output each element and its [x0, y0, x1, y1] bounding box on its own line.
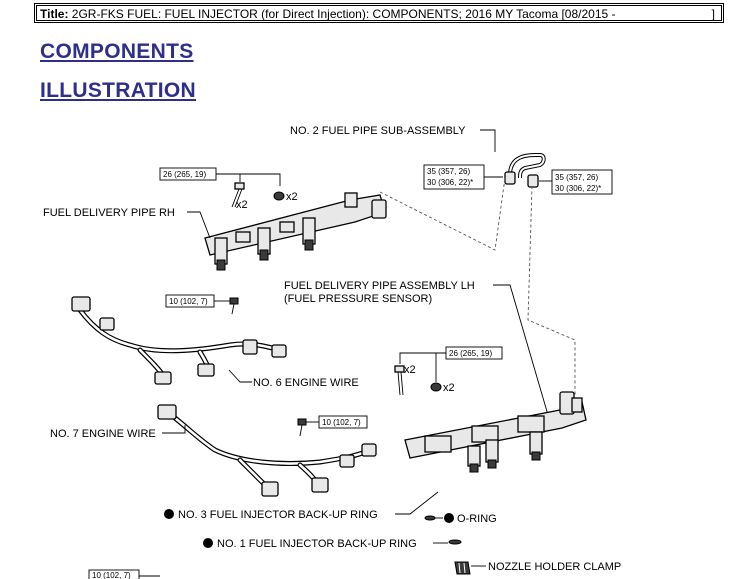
- label-no7-engine-wire: NO. 7 ENGINE WIRE: [50, 428, 156, 440]
- torque-box-lh: 26 (265, 19): [445, 346, 503, 360]
- label-nozzle-clamp: NOZZLE HOLDER CLAMP: [488, 561, 621, 573]
- torque-pipe-left-2: 30 (306, 22)*: [427, 178, 473, 187]
- rh-washer: [273, 191, 285, 201]
- fuel-delivery-pipe-rh: [204, 192, 387, 271]
- lh-bolt: [394, 365, 405, 396]
- title-label: Title:: [40, 7, 69, 21]
- torque-pipe-right-1: 35 (357, 26): [555, 173, 598, 182]
- torque-rh-bolt: 26 (265, 19): [163, 170, 206, 179]
- rh-bolt-qty: x2: [236, 199, 248, 211]
- rh-bolt: [231, 182, 245, 208]
- illustration-heading[interactable]: ILLUSTRATION: [40, 79, 197, 102]
- components-heading[interactable]: COMPONENTS: [40, 40, 194, 63]
- label-no2-fuel-pipe: NO. 2 FUEL PIPE SUB-ASSEMBLY: [290, 125, 466, 137]
- lh-bolt-qty: x2: [404, 364, 416, 376]
- label-no3-backup-ring: NO. 3 FUEL INJECTOR BACK-UP RING: [178, 509, 378, 521]
- torque-wire7-bolt: 10 (102, 7): [322, 418, 361, 427]
- torque-pipe-left-1: 35 (357, 26): [427, 167, 470, 176]
- rh-washer-qty: x2: [286, 191, 298, 203]
- label-fuel-delivery-rh: FUEL DELIVERY PIPE RH: [43, 207, 175, 219]
- torque-bottom-bolt: 10 (102, 7): [92, 571, 131, 579]
- lh-washer-qty: x2: [443, 382, 455, 394]
- wire6-bolt: [229, 297, 239, 315]
- wire7-bolt: [297, 418, 307, 437]
- torque-box-wire7: 10 (102, 7): [318, 415, 368, 429]
- title-text: 2GR-FKS FUEL: FUEL INJECTOR (for Direct …: [71, 7, 616, 21]
- no7-engine-wire: [157, 404, 377, 497]
- label-fuel-delivery-lh-1: FUEL DELIVERY PIPE ASSEMBLY LH: [284, 280, 475, 292]
- torque-box-pipe-left: 35 (357, 26) 30 (306, 22)*: [423, 164, 485, 190]
- torque-lh-bolt: 26 (265, 19): [449, 349, 492, 358]
- label-fuel-delivery-lh-2: (FUEL PRESSURE SENSOR): [284, 293, 432, 305]
- torque-box-pipe-right: 35 (357, 26) 30 (306, 22)*: [551, 169, 613, 195]
- torque-box-bottom: 10 (102, 7): [88, 569, 140, 579]
- torque-pipe-right-2: 30 (306, 22)*: [555, 184, 601, 193]
- torque-box-wire6: 10 (102, 7): [165, 294, 215, 308]
- label-no6-engine-wire: NO. 6 ENGINE WIRE: [253, 377, 359, 389]
- label-no1-backup-ring: NO. 1 FUEL INJECTOR BACK-UP RING: [217, 538, 417, 550]
- torque-wire6-bolt: 10 (102, 7): [169, 297, 208, 306]
- no2-fuel-pipe-assembly: [504, 153, 546, 188]
- label-o-ring: O-RING: [457, 513, 497, 525]
- nozzle-holder-clamp: [454, 561, 471, 575]
- document-title-bar: Title: 2GR-FKS FUEL: FUEL INJECTOR (for …: [36, 5, 722, 21]
- torque-box-rh: 26 (265, 19): [159, 167, 217, 181]
- fuel-delivery-pipe-lh: [404, 391, 587, 473]
- no6-engine-wire: [71, 296, 287, 385]
- lh-washer: [430, 382, 442, 392]
- title-end-bracket: ]: [711, 7, 715, 21]
